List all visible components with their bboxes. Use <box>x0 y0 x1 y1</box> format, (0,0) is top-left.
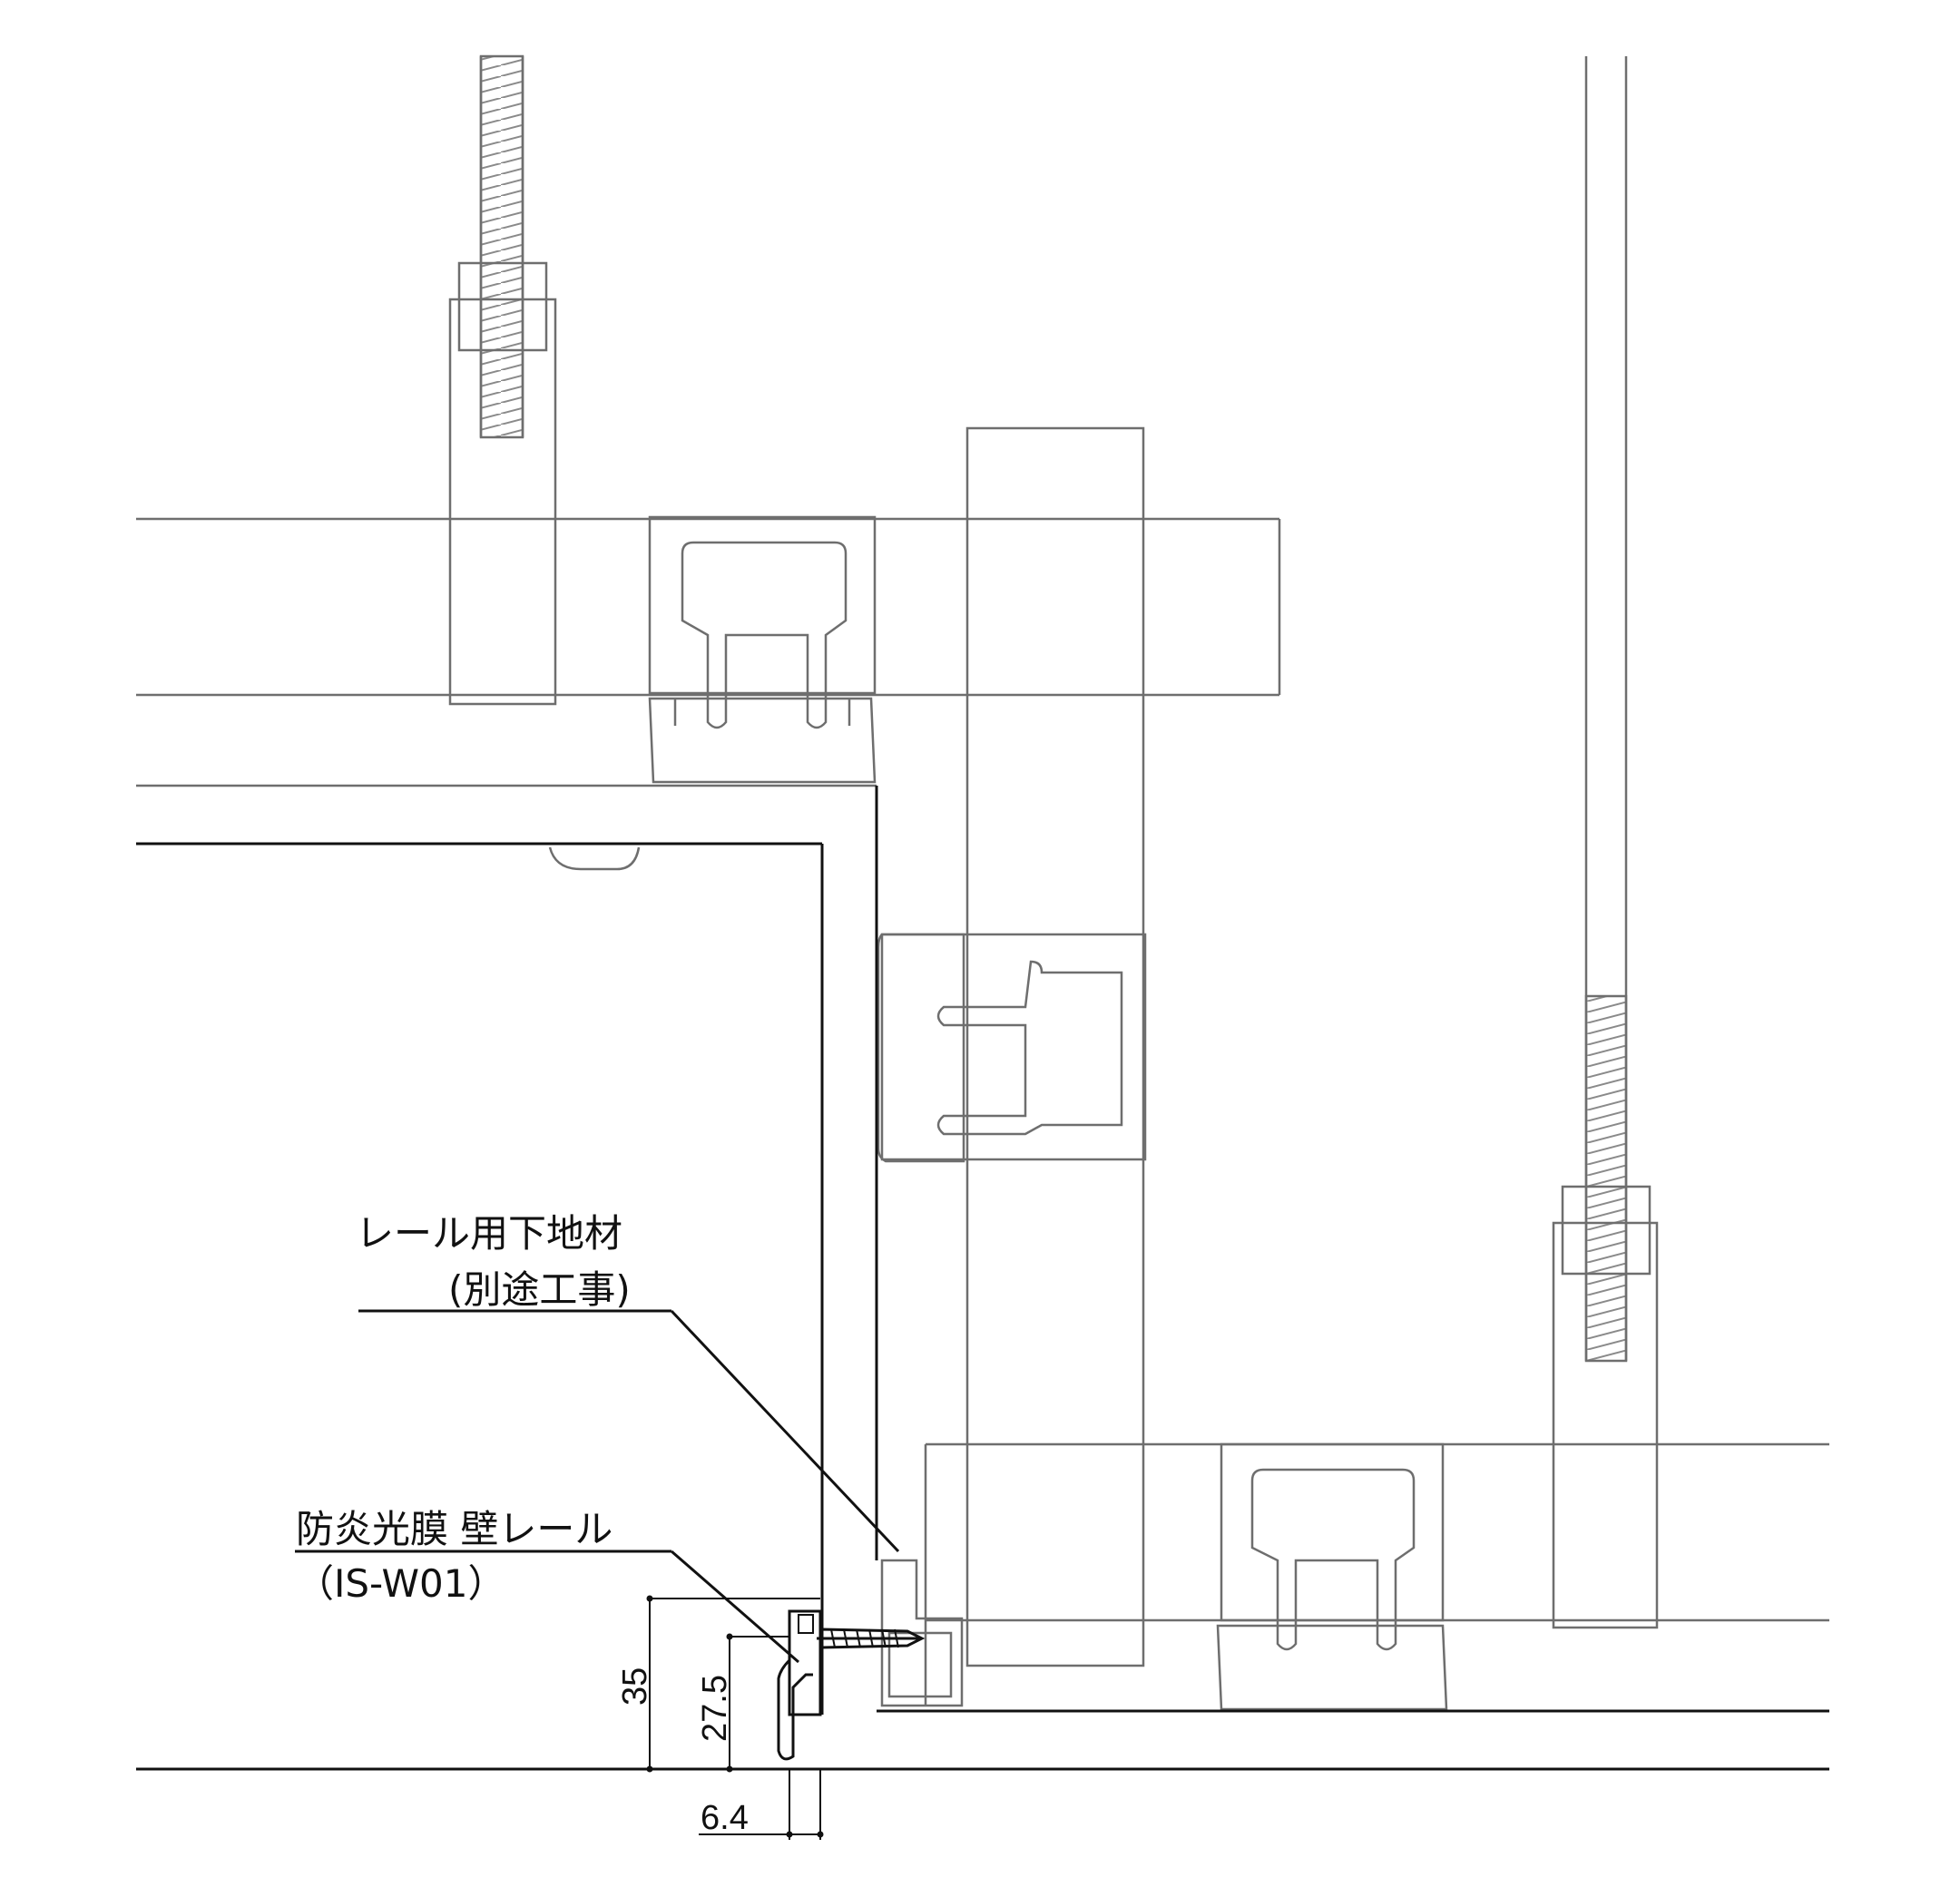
wall-rail-label-line2: （IS-W01） <box>296 1561 505 1606</box>
clip-connector-middle <box>877 933 1147 1163</box>
vertical-stud <box>965 426 1145 1667</box>
screw-icon <box>817 1628 926 1649</box>
dimension-rail-width-value: 6.4 <box>701 1799 749 1837</box>
hanger-sleeve-left <box>448 298 557 706</box>
hex-nut-right <box>1561 1185 1651 1276</box>
wall-rail-label-line1: 防炎光膜 壁レール <box>296 1507 612 1551</box>
dimension-rail-height-value: 27.5 <box>696 1675 734 1742</box>
floor-line <box>136 1709 1829 1771</box>
wall-rail-profile <box>777 1609 822 1761</box>
leader-wall-rail <box>295 1550 799 1664</box>
hanger-bolt-right <box>1552 56 1659 1629</box>
clip-connector-bottom <box>1216 1442 1448 1711</box>
dimension-total-height: 35 <box>616 1595 820 1773</box>
rail-substrate-label-line2: (別途工事) <box>448 1267 631 1312</box>
ceiling-board <box>136 784 878 1560</box>
dimension-total-height-value: 35 <box>616 1667 654 1706</box>
dimension-rail-height: 27.5 <box>696 1633 789 1773</box>
wall-panel <box>136 842 824 1715</box>
clip-connector-top <box>648 515 877 784</box>
leader-rail-substrate <box>358 1309 900 1553</box>
hanger-sleeve-right <box>1552 1221 1659 1629</box>
rail-substrate-label-line1: レール用下地材 <box>356 1211 622 1256</box>
hex-nut-left <box>457 261 548 352</box>
dimension-rail-width: 6.4 <box>699 1769 824 1840</box>
hanger-bolt-left <box>448 54 557 706</box>
rail-substrate-profile <box>880 1559 964 1707</box>
